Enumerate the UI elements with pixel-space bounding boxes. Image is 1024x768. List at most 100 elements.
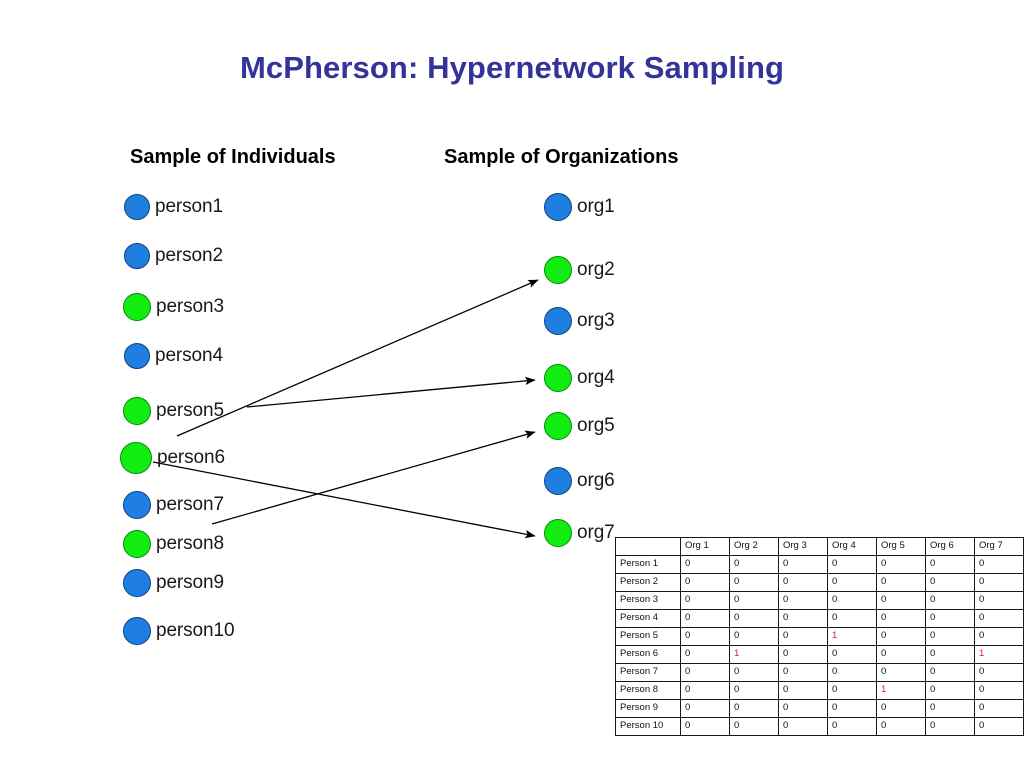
- matrix-cell-r5-c2: 0: [729, 627, 779, 646]
- edge-person8-to-org5: [211, 430, 536, 525]
- matrix-cell-r6-c1: 0: [680, 645, 730, 664]
- matrix-cell-r8-c6: 0: [925, 681, 975, 700]
- person-node-person8[interactable]: [123, 530, 151, 558]
- matrix-row-header-10: Person 10: [615, 717, 681, 736]
- matrix-row-header-1: Person 1: [615, 555, 681, 574]
- matrix-cell-r2-c1: 0: [680, 573, 730, 592]
- matrix-row-header-8: Person 8: [615, 681, 681, 700]
- person-node-person9[interactable]: [123, 569, 151, 597]
- matrix-cell-r7-c3: 0: [778, 663, 828, 682]
- matrix-cell-r9-c7: 0: [974, 699, 1024, 718]
- person-node-person1[interactable]: [124, 194, 150, 220]
- person-node-person10[interactable]: [123, 617, 151, 645]
- org-node-org1[interactable]: [544, 193, 572, 221]
- matrix-cell-r9-c6: 0: [925, 699, 975, 718]
- matrix-cell-r6-c2: 1: [729, 645, 779, 664]
- matrix-cell-r1-c7: 0: [974, 555, 1024, 574]
- matrix-cell-r4-c6: 0: [925, 609, 975, 628]
- matrix-cell-r6-c5: 0: [876, 645, 926, 664]
- matrix-cell-r10-c6: 0: [925, 717, 975, 736]
- matrix-cell-r4-c5: 0: [876, 609, 926, 628]
- person-node-person7[interactable]: [123, 491, 151, 519]
- matrix-cell-r2-c3: 0: [778, 573, 828, 592]
- person-label-person4: person4: [155, 345, 223, 366]
- org-node-org5[interactable]: [544, 412, 572, 440]
- org-node-org6[interactable]: [544, 467, 572, 495]
- matrix-col-header-4: Org 4: [827, 537, 877, 556]
- org-label-org2: org2: [577, 259, 615, 280]
- matrix-cell-r1-c1: 0: [680, 555, 730, 574]
- person-label-person10: person10: [156, 620, 235, 641]
- matrix-cell-r8-c1: 0: [680, 681, 730, 700]
- matrix-cell-r8-c4: 0: [827, 681, 877, 700]
- matrix-col-header-1: Org 1: [680, 537, 730, 556]
- matrix-cell-r6-c6: 0: [925, 645, 975, 664]
- matrix-cell-r1-c6: 0: [925, 555, 975, 574]
- matrix-cell-r5-c5: 0: [876, 627, 926, 646]
- matrix-col-header-5: Org 5: [876, 537, 926, 556]
- matrix-col-header-7: Org 7: [974, 537, 1024, 556]
- matrix-cell-r7-c4: 0: [827, 663, 877, 682]
- matrix-row-header-4: Person 4: [615, 609, 681, 628]
- org-node-org7[interactable]: [544, 519, 572, 547]
- org-node-org3[interactable]: [544, 307, 572, 335]
- matrix-cell-r3-c2: 0: [729, 591, 779, 610]
- matrix-col-header-6: Org 6: [925, 537, 975, 556]
- person-node-person2[interactable]: [124, 243, 150, 269]
- matrix-cell-r5-c4: 1: [827, 627, 877, 646]
- matrix-col-header-3: Org 3: [778, 537, 828, 556]
- matrix-row-header-6: Person 6: [615, 645, 681, 664]
- organizations-column-heading: Sample of Organizations: [444, 146, 679, 168]
- matrix-cell-r2-c2: 0: [729, 573, 779, 592]
- matrix-cell-r2-c7: 0: [974, 573, 1024, 592]
- matrix-cell-r5-c3: 0: [778, 627, 828, 646]
- matrix-cell-r1-c2: 0: [729, 555, 779, 574]
- matrix-cell-r8-c5: 1: [876, 681, 926, 700]
- matrix-cell-r4-c4: 0: [827, 609, 877, 628]
- matrix-cell-r10-c2: 0: [729, 717, 779, 736]
- matrix-cell-r3-c1: 0: [680, 591, 730, 610]
- org-label-org3: org3: [577, 310, 615, 331]
- matrix-row-header-7: Person 7: [615, 663, 681, 682]
- matrix-cell-r8-c2: 0: [729, 681, 779, 700]
- page-title: McPherson: Hypernetwork Sampling: [239, 50, 785, 85]
- matrix-cell-r3-c6: 0: [925, 591, 975, 610]
- person-node-person6[interactable]: [120, 442, 152, 474]
- matrix-cell-r6-c4: 0: [827, 645, 877, 664]
- matrix-cell-r1-c4: 0: [827, 555, 877, 574]
- matrix-cell-r4-c1: 0: [680, 609, 730, 628]
- person-node-person5[interactable]: [123, 397, 151, 425]
- matrix-cell-r6-c7: 1: [974, 645, 1024, 664]
- person-node-person4[interactable]: [124, 343, 150, 369]
- matrix-col-header-2: Org 2: [729, 537, 779, 556]
- matrix-cell-r7-c7: 0: [974, 663, 1024, 682]
- matrix-cell-r5-c6: 0: [925, 627, 975, 646]
- matrix-cell-r9-c3: 0: [778, 699, 828, 718]
- matrix-cell-r8-c3: 0: [778, 681, 828, 700]
- person-node-person3[interactable]: [123, 293, 151, 321]
- org-label-org6: org6: [577, 470, 615, 491]
- matrix-cell-r7-c6: 0: [925, 663, 975, 682]
- edge-person6-to-org2: [176, 279, 539, 437]
- org-label-org5: org5: [577, 415, 615, 436]
- org-label-org1: org1: [577, 196, 615, 217]
- matrix-row-header-9: Person 9: [615, 699, 681, 718]
- matrix-cell-r10-c7: 0: [974, 717, 1024, 736]
- matrix-row-header-3: Person 3: [615, 591, 681, 610]
- matrix-cell-r5-c1: 0: [680, 627, 730, 646]
- matrix-cell-r9-c1: 0: [680, 699, 730, 718]
- org-node-org2[interactable]: [544, 256, 572, 284]
- matrix-cell-r4-c3: 0: [778, 609, 828, 628]
- org-node-org4[interactable]: [544, 364, 572, 392]
- matrix-cell-r9-c4: 0: [827, 699, 877, 718]
